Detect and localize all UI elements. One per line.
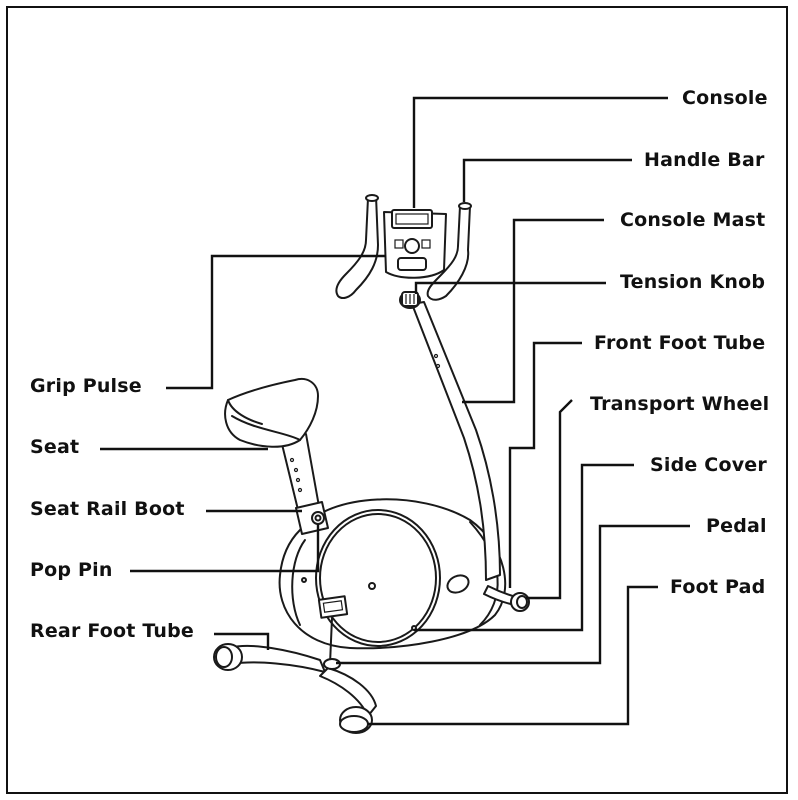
label-console-mast: Console Mast [620,209,766,231]
label-front-foot-tube: Front Foot Tube [594,332,766,354]
label-pedal: Pedal [706,515,767,537]
leader-tension-knob [414,281,606,294]
leader-handle-bar [462,158,632,202]
leader-lines [100,96,690,726]
leader-grip-pulse [166,254,386,390]
leader-side-cover [414,463,634,632]
label-transport-wheel: Transport Wheel [590,393,770,415]
bike-illustration [213,194,530,734]
foot-pad-shape [319,667,377,734]
tension-knob-shape [399,291,421,309]
label-tension-knob: Tension Knob [620,271,766,293]
front-foot-tube-shape [483,585,530,612]
seat-post-shape [279,433,329,535]
seat-shape [224,378,319,448]
label-foot-pad: Foot Pad [670,576,766,598]
label-seat-rail-boot: Seat Rail Boot [30,498,185,520]
label-console: Console [682,87,768,109]
console-mast-shape [411,301,501,581]
label-seat: Seat [30,436,80,458]
leader-transport-wheel [526,399,573,600]
leader-foot-pad [368,585,658,726]
label-side-cover: Side Cover [650,454,767,476]
console-shape [383,209,447,279]
label-handle-bar: Handle Bar [644,149,765,171]
rear-foot-tube-shape [213,643,326,673]
pedal-shape [317,595,349,670]
leader-rear-foot-tube [214,632,270,650]
label-grip-pulse: Grip Pulse [30,375,142,397]
leader-pedal [336,524,690,665]
leader-console-mast [462,218,604,404]
label-pop-pin: Pop Pin [30,559,113,581]
handle-bar-shape [335,194,472,301]
leader-pop-pin [130,524,320,573]
leader-front-foot-tube [508,341,582,588]
label-rear-foot-tube: Rear Foot Tube [30,620,195,642]
leader-console [412,96,668,208]
